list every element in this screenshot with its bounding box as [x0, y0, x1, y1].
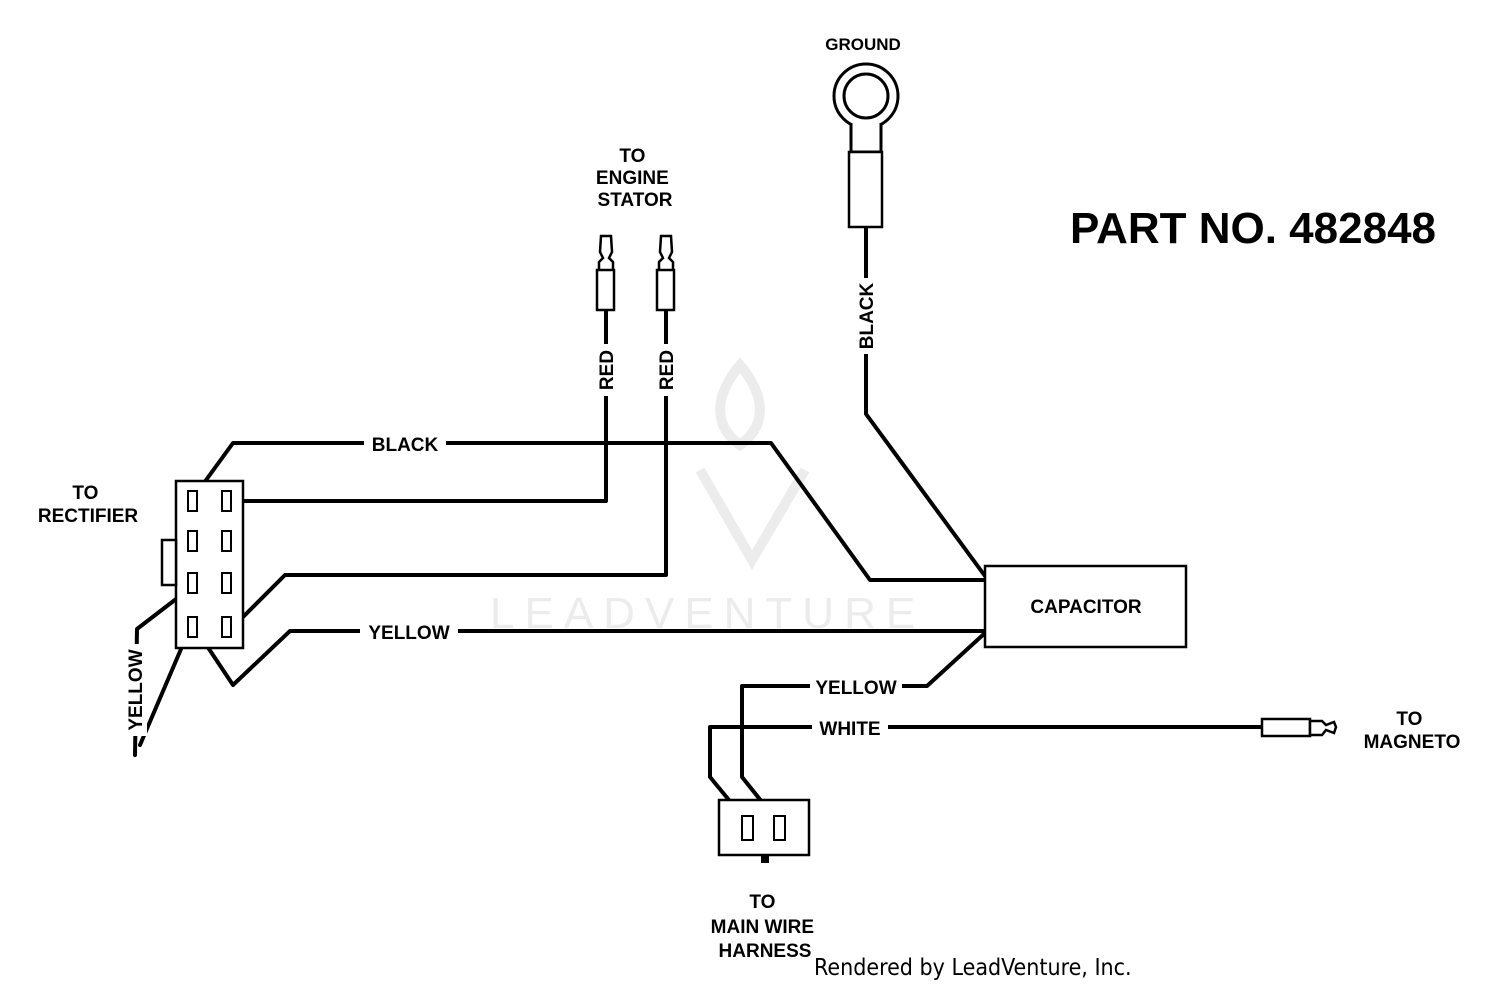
stator-connector-2	[655, 234, 676, 312]
rectifier-label: TO RECTIFIER	[38, 483, 139, 527]
ground-terminal	[832, 62, 900, 229]
engine-stator-label: TO ENGINE STATOR	[596, 146, 674, 211]
capacitor-label: CAPACITOR	[1030, 597, 1141, 618]
wire-black-top	[191, 441, 987, 582]
stator-connector-1	[595, 234, 616, 312]
wire-label-black-ground: BLACK	[857, 282, 878, 349]
wire-label-red-1: RED	[597, 350, 618, 390]
label-masks	[123, 278, 902, 740]
watermark-logo-icon	[695, 357, 810, 570]
wire-label-yellow-left: YELLOW	[126, 649, 147, 730]
wire-label-yellow-main: YELLOW	[368, 623, 449, 644]
wire-label-yellow-harness: YELLOW	[815, 678, 896, 699]
wire-black-ground	[864, 224, 987, 578]
magneto-label: TO MAGNETO	[1364, 709, 1461, 753]
wire-label-white: WHITE	[819, 719, 880, 740]
ground-label: GROUND	[825, 35, 901, 54]
wire-red-2	[228, 306, 668, 632]
main-harness-label: TO MAIN WIRE HARNESS	[711, 892, 820, 962]
magneto-connector	[1260, 717, 1338, 738]
wire-red-1	[228, 306, 608, 503]
wire-label-red-2: RED	[657, 350, 678, 390]
wire-yellow-harness	[740, 631, 987, 824]
capacitor-box	[983, 564, 1188, 649]
wire-label-black-top: BLACK	[372, 435, 439, 456]
wires	[133, 224, 1264, 824]
harness-connector	[717, 798, 811, 863]
rectifier-connector	[160, 479, 245, 650]
wire-yellow-main	[191, 623, 987, 687]
render-credit: Rendered by LeadVenture, Inc.	[814, 955, 1132, 981]
part-number-title: PART NO. 482848	[1070, 204, 1436, 253]
